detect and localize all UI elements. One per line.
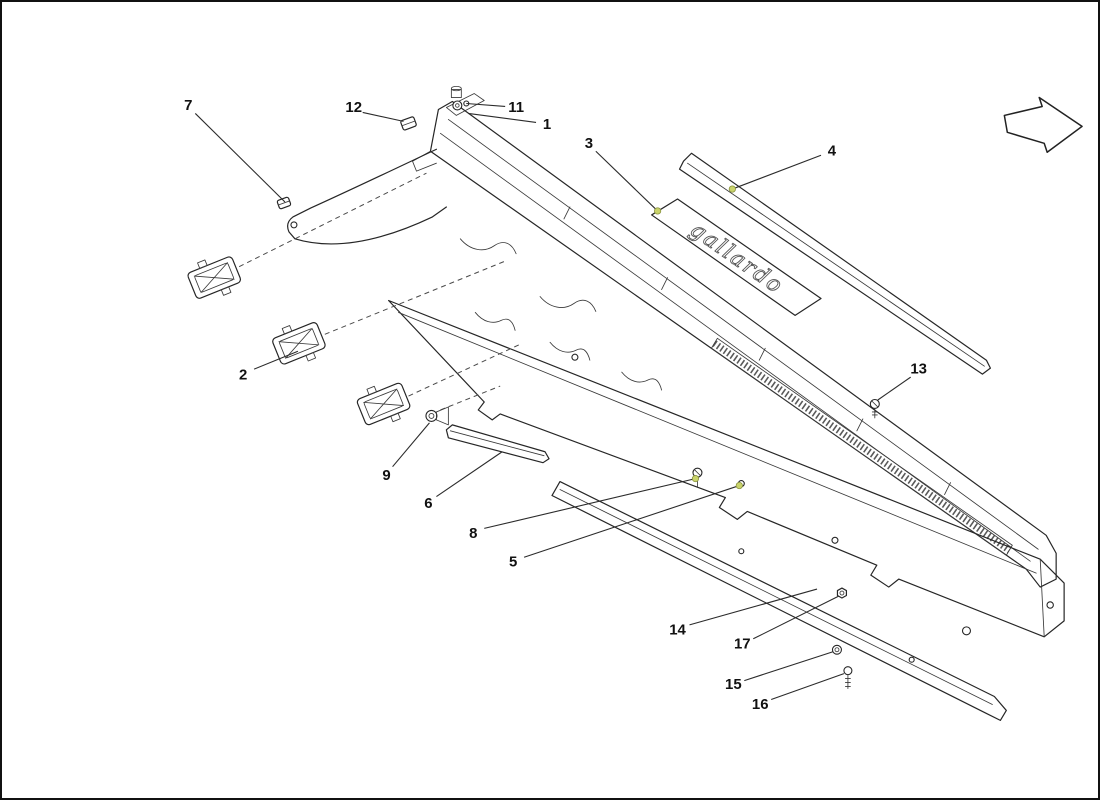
support-arm <box>287 148 597 312</box>
mid-sill-panel <box>387 299 1065 638</box>
seal-strip <box>710 337 1013 556</box>
callout-leader-16 <box>771 673 845 701</box>
part-label-7: 7 <box>184 97 192 114</box>
screw-13-icon <box>869 398 880 419</box>
callout-leader-7 <box>194 113 286 203</box>
projection-lines <box>238 172 521 411</box>
part-label-1: 1 <box>543 116 551 133</box>
part-label-4: 4 <box>828 143 837 160</box>
callout-marker-5 <box>735 481 743 490</box>
washer-15-icon <box>831 644 842 655</box>
nut-17-icon <box>836 587 848 599</box>
part-label-11: 11 <box>508 99 524 116</box>
part-label-3: 3 <box>585 135 593 152</box>
callout-leader-2 <box>253 350 299 370</box>
callout-marker-4 <box>728 185 736 193</box>
lower-strip <box>551 480 1007 721</box>
part-label-6: 6 <box>424 495 432 512</box>
sill-badge-trim: gallardo <box>651 198 822 317</box>
callout-leader-3 <box>595 150 658 212</box>
screw-11-icon <box>450 85 463 111</box>
rod-6-icon <box>445 424 550 464</box>
mounting-clip-3 <box>353 375 414 432</box>
part-label-8: 8 <box>469 525 477 542</box>
callout-leader-9 <box>392 422 430 468</box>
callout-leader-15 <box>744 651 834 682</box>
part-label-9: 9 <box>382 467 390 484</box>
part-label-16: 16 <box>752 696 769 713</box>
part-label-12: 12 <box>345 99 362 116</box>
upper-side-member <box>412 93 1057 588</box>
trim-strip <box>678 152 991 375</box>
mounting-clip-1 <box>183 249 245 306</box>
part-label-13: 13 <box>910 361 927 378</box>
callout-leader-11 <box>466 102 506 108</box>
callout-leader-6 <box>436 451 503 497</box>
clip-7-icon <box>276 196 292 210</box>
callout-leader-12 <box>362 111 404 122</box>
callout-leader-5 <box>523 485 740 558</box>
callout-leader-1 <box>468 112 537 123</box>
callout-leader-13 <box>877 376 911 401</box>
screw-8-icon <box>692 467 703 487</box>
screw-16-icon <box>843 666 853 689</box>
callout-leader-8 <box>484 478 696 529</box>
direction-arrow-icon <box>1003 96 1083 153</box>
part-label-14: 14 <box>669 621 686 638</box>
callout-marker-3 <box>654 207 662 215</box>
clip-12-icon <box>400 116 417 131</box>
grommet-9-icon <box>425 406 449 426</box>
callout-marker-8 <box>691 475 700 483</box>
callout-leader-17 <box>753 595 840 640</box>
part-label-15: 15 <box>725 676 742 693</box>
part-label-17: 17 <box>734 635 751 652</box>
mounting-clip-2 <box>268 315 330 372</box>
callout-leader-14 <box>689 588 818 626</box>
callout-leader-4 <box>732 154 822 190</box>
part-label-2: 2 <box>239 367 247 384</box>
part-label-5: 5 <box>509 554 517 571</box>
badge-text: gallardo <box>685 217 788 299</box>
